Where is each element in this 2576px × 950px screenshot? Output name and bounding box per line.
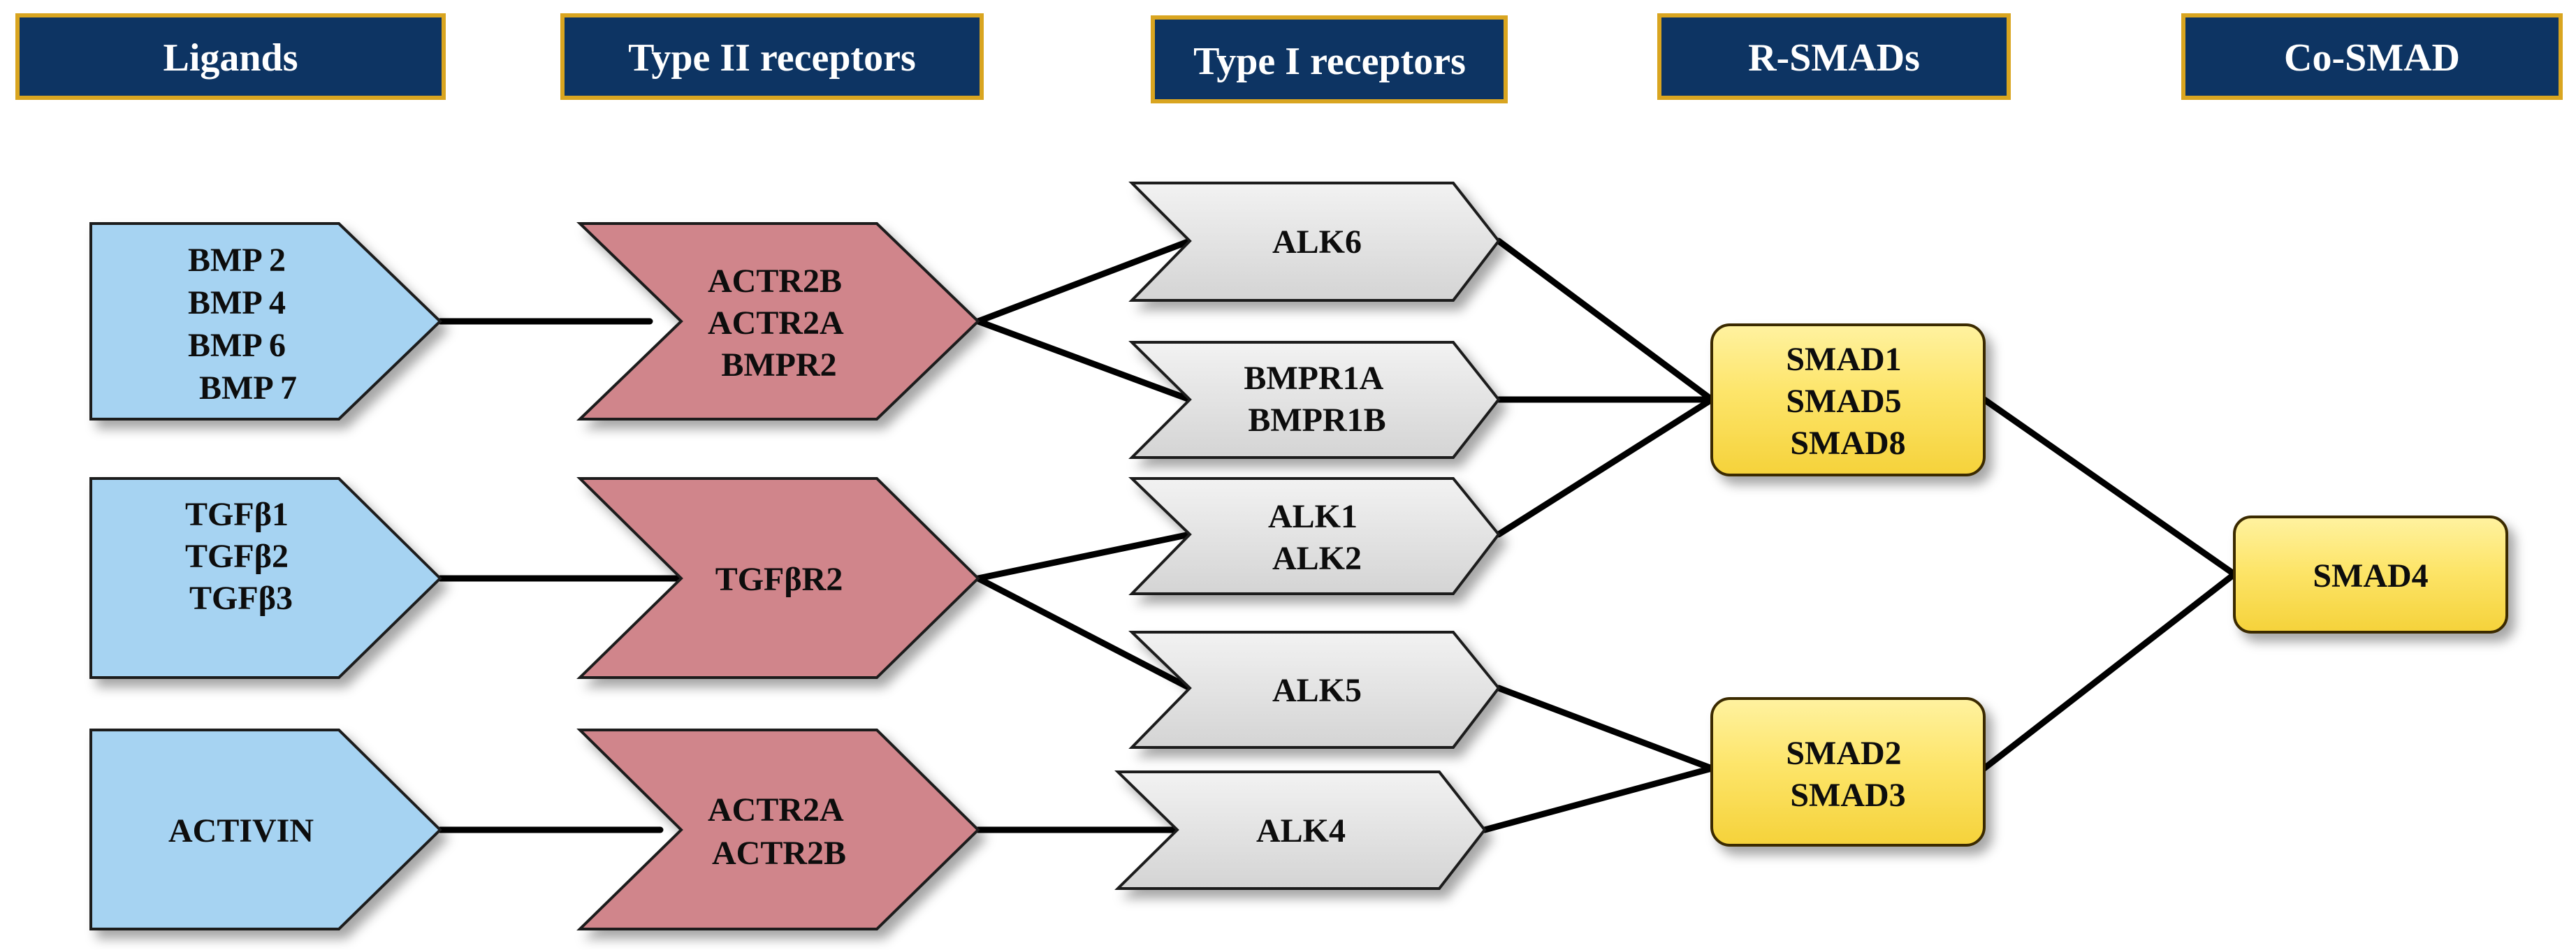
header-co-smad: Co-SMAD xyxy=(2181,13,2563,100)
connector-alk12-to-smad158 xyxy=(1495,396,1715,538)
svg-text:TGFβR2: TGFβR2 xyxy=(715,561,843,598)
connector-smad23-to-smad4 xyxy=(1981,571,2238,772)
header-rsmads-label: R-SMADs xyxy=(1748,36,1920,80)
ligand-bmp-line-4: BMP 7 xyxy=(199,370,297,407)
rsmad-smad23-box: SMAD2 SMAD3 xyxy=(1710,697,1986,847)
connectors xyxy=(437,238,2238,833)
rsmad-smad23-line-2: SMAD3 xyxy=(1790,777,1905,814)
svg-text:ALK5: ALK5 xyxy=(1272,672,1362,709)
header-ligands-label: Ligands xyxy=(163,36,298,80)
ligand-bmp-line-1: BMP 2 xyxy=(188,242,286,279)
connector-type2-to-bmpr1 xyxy=(975,318,1193,403)
type1-alk12-line-2: ALK2 xyxy=(1272,540,1362,577)
type1-bmpr1-line-1: BMPR1A xyxy=(1244,360,1383,397)
type1-alk4-shape: ALK4 xyxy=(1114,770,1487,890)
svg-text:ACTR2A ACTR2B: ACTR2A ACTR2B xyxy=(708,791,850,872)
svg-text:BMPR1A BMPR1B: BMPR1A BMPR1B xyxy=(1244,360,1390,439)
header-type2-label: Type II receptors xyxy=(628,36,916,80)
svg-text:SMAD1 SMAD5 SMAD8: SMAD1 SMAD5 SMAD8 xyxy=(1786,341,1909,462)
type2-bmp-line-1: ACTR2B xyxy=(708,263,842,300)
svg-text:ACTR2B ACTR2A BMPR: ACTR2B ACTR2A BMPR2 xyxy=(708,263,850,383)
header-type1-receptors: Type I receptors xyxy=(1151,15,1508,103)
type1-alk5-shape: ALK5 xyxy=(1128,631,1501,749)
type1-alk12-line-1: ALK1 xyxy=(1268,498,1358,535)
ligand-tgfb-line-3: TGFβ3 xyxy=(189,580,293,617)
type1-alk6-shape: ALK6 xyxy=(1128,182,1501,302)
header-r-smads: R-SMADs xyxy=(1657,13,2011,100)
header-type1-label: Type I receptors xyxy=(1193,40,1466,83)
type2-activin-line-2: ACTR2B xyxy=(712,835,846,872)
ligand-bmp-line-2: BMP 4 xyxy=(188,284,286,321)
type2-activin-line-1: ACTR2A xyxy=(708,791,844,828)
connector-alk6-to-smad158 xyxy=(1495,238,1715,403)
type2-activin-shape: ACTR2A ACTR2B xyxy=(576,729,980,930)
type2-tgfb-line-1: TGFβR2 xyxy=(715,561,843,598)
ligand-activin-shape: ACTIVIN xyxy=(89,729,442,930)
type2-tgfb-shape: TGFβR2 xyxy=(576,477,980,679)
svg-text:TGFβ1 TGFβ2 TGFβ3: TGFβ1 TGFβ2 TGFβ3 xyxy=(185,496,297,617)
svg-text:ALK4: ALK4 xyxy=(1256,812,1346,849)
connector-tgfbr2-to-alk12 xyxy=(975,531,1193,582)
type2-bmp-shape: ACTR2B ACTR2A BMPR2 xyxy=(576,222,980,421)
ligand-tgfb-line-1: TGFβ1 xyxy=(185,496,289,533)
connector-alk5-to-smad23 xyxy=(1495,685,1715,772)
connector-type2-to-alk6 xyxy=(975,238,1193,325)
rsmad-smad158-line-3: SMAD8 xyxy=(1790,425,1905,462)
connector-smad158-to-smad4 xyxy=(1981,396,2238,578)
ligand-activin-line-1: ACTIVIN xyxy=(168,812,314,849)
type1-alk6-line-1: ALK6 xyxy=(1272,224,1362,261)
header-cosmad-label: Co-SMAD xyxy=(2284,36,2460,80)
svg-text:SMAD2 SMAD3: SMAD2 SMAD3 xyxy=(1786,735,1909,814)
svg-text:ALK1 ALK2: ALK1 ALK2 xyxy=(1268,498,1366,577)
type1-bmpr1-line-2: BMPR1B xyxy=(1248,402,1385,439)
ligand-bmp-line-3: BMP 6 xyxy=(188,327,286,364)
header-type2-receptors: Type II receptors xyxy=(560,13,984,100)
ligand-tgfb-shape: TGFβ1 TGFβ2 TGFβ3 xyxy=(89,477,442,679)
svg-text:ALK6: ALK6 xyxy=(1272,224,1362,261)
connector-tgfbr2-to-alk5 xyxy=(975,575,1193,692)
cosmad-smad4-box: SMAD4 xyxy=(2233,516,2508,634)
svg-text:BMP 2 BMP 4 BMP 6: BMP 2 BMP 4 BMP 6 BMP 7 xyxy=(188,242,297,407)
ligand-bmp-shape: BMP 2 BMP 4 BMP 6 BMP 7 xyxy=(89,222,442,421)
rsmad-smad158-box: SMAD1 SMAD5 SMAD8 xyxy=(1710,323,1986,476)
ligand-tgfb-line-2: TGFβ2 xyxy=(185,538,289,575)
type1-bmpr1-shape: BMPR1A BMPR1B xyxy=(1128,341,1501,459)
cosmad-smad4-line-1: SMAD4 xyxy=(2313,557,2428,594)
rsmad-smad158-line-2: SMAD5 xyxy=(1786,383,1901,420)
rsmad-smad23-line-1: SMAD2 xyxy=(1786,735,1901,772)
connector-alk4-to-smad23 xyxy=(1481,765,1715,833)
type1-alk4-line-1: ALK4 xyxy=(1256,812,1346,849)
type1-alk5-line-1: ALK5 xyxy=(1272,672,1362,709)
type2-bmp-line-3: BMPR2 xyxy=(721,346,836,383)
svg-text:ACTIVIN: ACTIVIN xyxy=(168,812,314,849)
svg-text:SMAD4: SMAD4 xyxy=(2313,557,2428,594)
type1-alk12-shape: ALK1 ALK2 xyxy=(1128,477,1501,595)
type2-bmp-line-2: ACTR2A xyxy=(708,305,844,342)
header-ligands: Ligands xyxy=(15,13,446,100)
rsmad-smad158-line-1: SMAD1 xyxy=(1786,341,1901,378)
